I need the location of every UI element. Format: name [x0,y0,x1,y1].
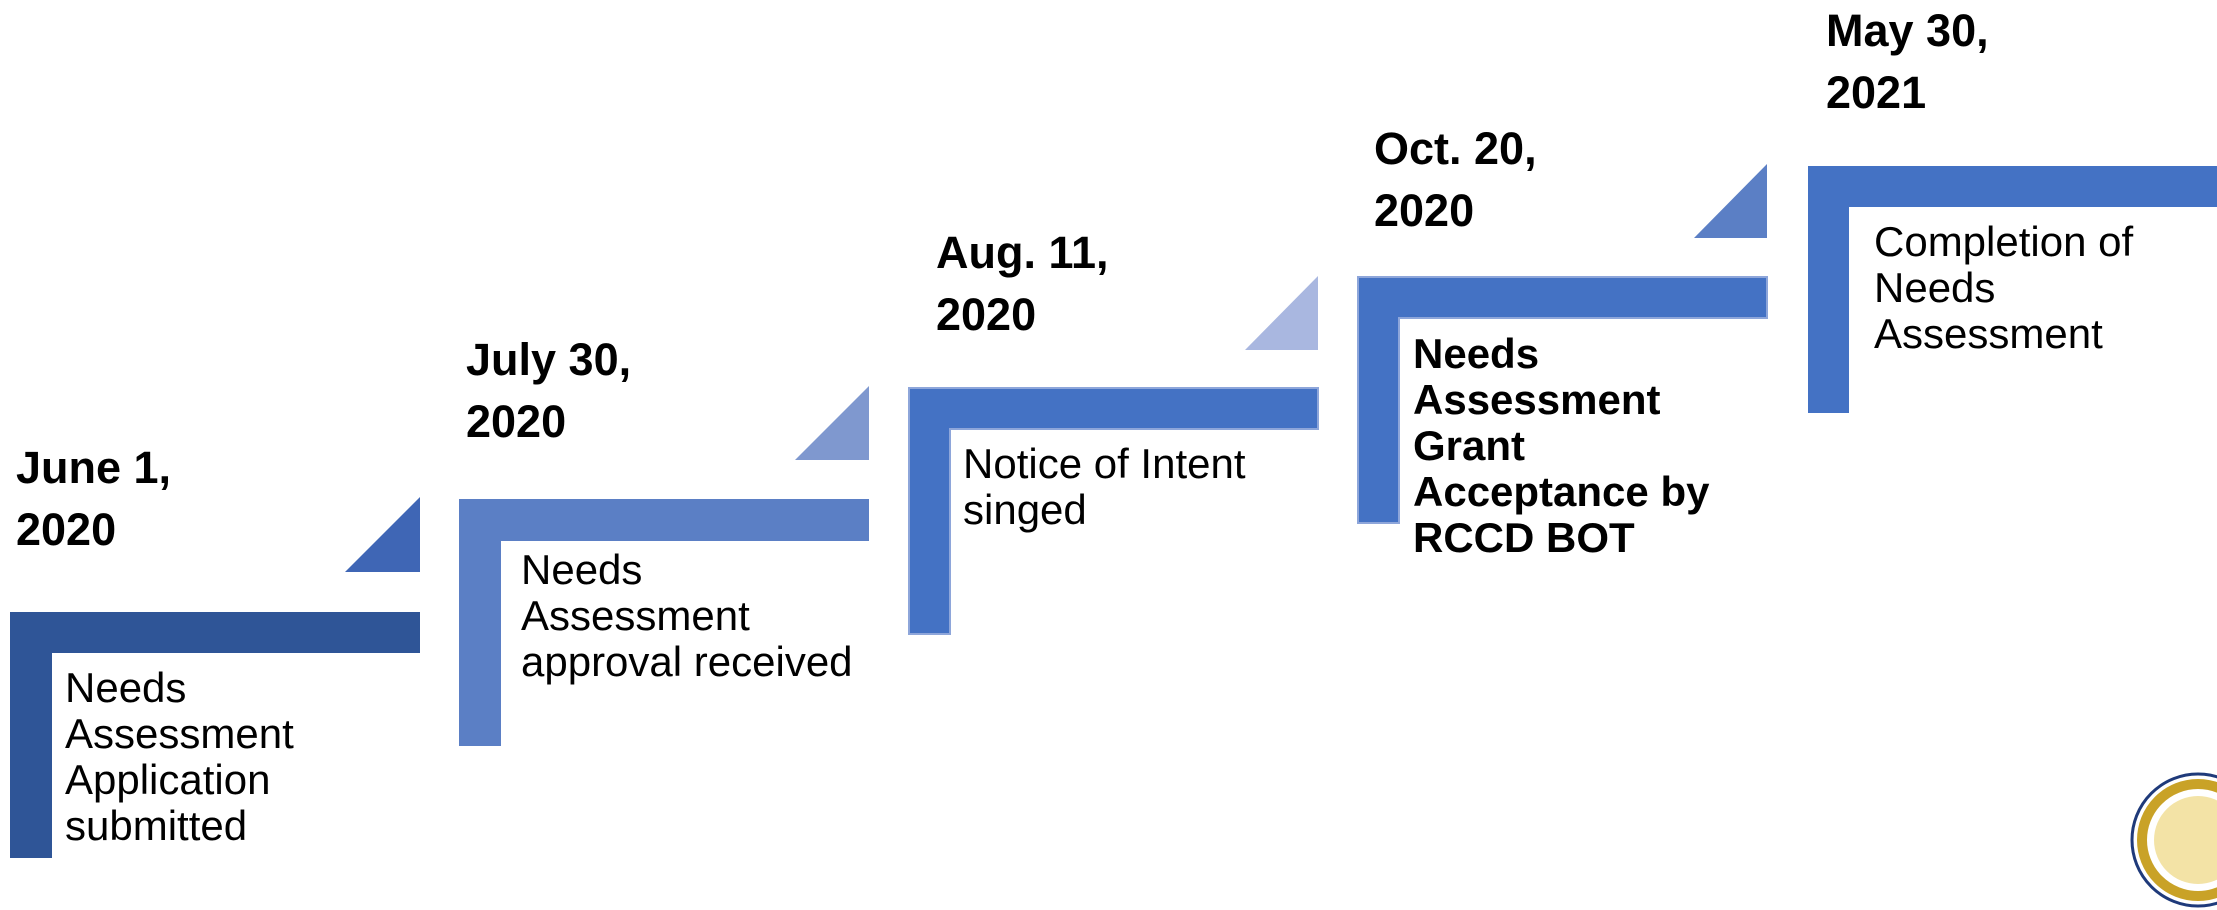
step-date-2: July 30, 2020 [466,334,632,447]
step-description-4: Needs Assessment Grant Acceptance by RCC… [1413,330,1710,561]
step-bracket-2 [459,499,869,746]
step-bracket-5 [1808,166,2217,413]
step-description-1: Needs Assessment Application submitted [65,664,294,849]
step-bracket-1 [10,612,420,858]
step-date-5: May 30, 2021 [1826,5,1989,118]
step-description-2: Needs Assessment approval received [521,546,853,685]
step-arrow-triangle-3 [1245,276,1318,350]
timeline-shapes [10,164,2217,858]
step-date-3: Aug. 11, 2020 [936,227,1109,340]
step-date-1: June 1, 2020 [16,442,172,555]
step-bracket-3 [908,387,1319,635]
seal-logo-icon [2130,772,2217,908]
step-bracket-4 [1357,276,1768,524]
step-date-4: Oct. 20, 2020 [1374,123,1537,236]
step-arrow-triangle-1 [345,497,420,572]
step-arrow-triangle-4 [1694,164,1767,238]
step-arrow-triangle-2 [795,386,869,460]
timeline-diagram: June 1, 2020 July 30, 2020 Aug. 11, 2020… [10,5,2217,908]
step-description-5: Completion of Needs Assessment [1874,218,2134,357]
step-description-3: Notice of Intent singed [963,440,1246,533]
